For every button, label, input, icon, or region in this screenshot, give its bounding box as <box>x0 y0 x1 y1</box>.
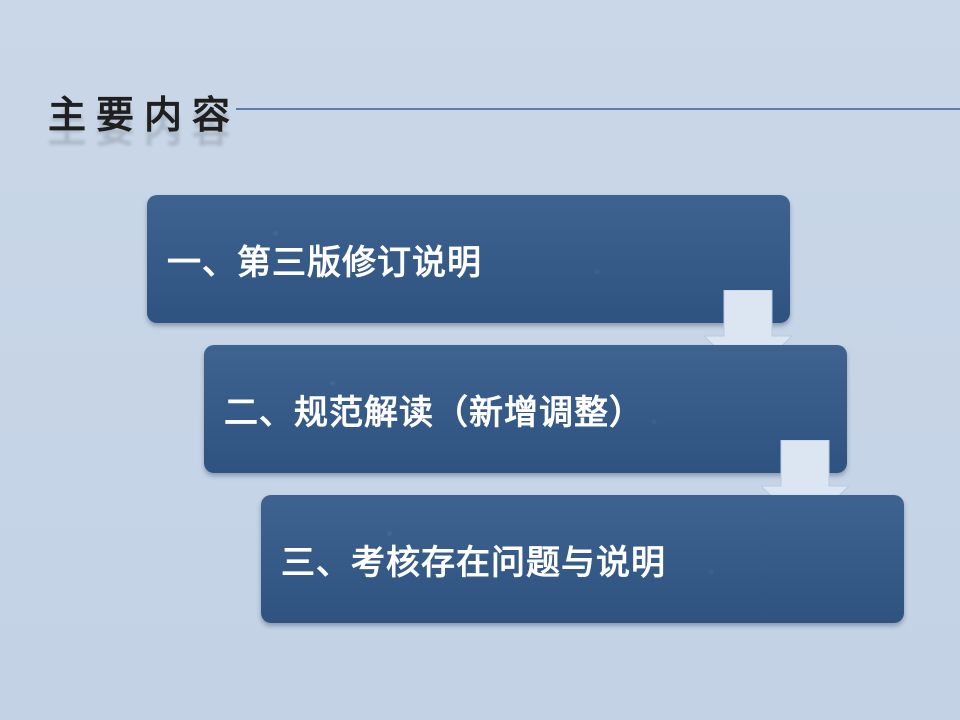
title-underline <box>236 108 960 110</box>
step-box-1: 一、第三版修订说明 <box>147 195 790 323</box>
step-box-2: 二、规范解读（新增调整） <box>204 345 847 473</box>
step-label-1: 一、第三版修订说明 <box>167 242 482 283</box>
step-label-3: 三、考核存在问题与说明 <box>281 542 666 583</box>
step-box-3: 三、考核存在问题与说明 <box>261 495 904 623</box>
slide-title: 主要内容 <box>48 92 241 137</box>
step-label-2: 二、规范解读（新增调整） <box>224 392 644 433</box>
